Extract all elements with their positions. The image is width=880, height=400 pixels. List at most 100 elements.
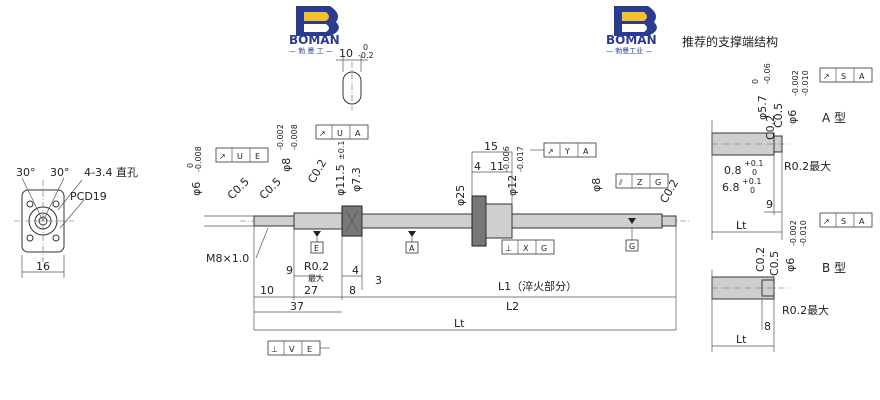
pcd-label: PCD19 [70,190,107,203]
dim-9: 9 [286,264,293,277]
tolerance-frame-ue: ↗ U E [215,147,269,163]
svg-text:A: A [583,147,589,156]
type-a-dim-9: 9 [766,198,773,211]
shaft-thread-end [253,215,295,227]
dim-dia6-tol-up: 0 [186,163,195,168]
dim-right-dia8: φ8 [590,178,603,192]
type-b-dia6: φ6 [784,258,797,272]
thread-label: M8×1.0 [206,252,249,265]
brand-logo-left: BOMAN — 勃 曼 工 — [289,6,340,55]
dim-dia8: φ8 [280,158,293,172]
dim-dia11-5: φ11.5 [334,164,347,196]
svg-text:G: G [655,178,661,187]
chamfer-c02: C0.2 [305,157,329,185]
type-a-dim-6-8-tol-low: 0 [750,186,755,195]
type-a-c02: C0.2 [764,115,777,140]
length-l2: L2 [506,300,519,313]
type-b-label: B 型 [822,261,846,275]
dim-dia8-tol-low: -0.008 [290,124,299,150]
svg-text:⊥: ⊥ [505,244,512,253]
dim-37: 37 [290,300,304,313]
type-a-dia5-7: φ5.7 [756,95,769,120]
shaft-screw-left [361,213,473,229]
type-a-dim-6-8: 6.8 [722,181,740,194]
svg-text:S: S [841,217,846,226]
svg-text:U: U [337,129,343,138]
dim-8: 8 [349,284,356,297]
flange-end-view: 30° 30° 4-3.4 直孔 PCD19 16 [14,165,138,278]
tolerance-frame-ya: ↗ Y A [530,142,597,158]
length-lt: Lt [454,317,465,330]
svg-text:Y: Y [564,147,570,156]
type-a-c05: C0.5 [772,103,785,128]
type-a-radius: R0.2最大 [784,159,831,173]
datum-e: E [310,231,324,254]
ball-screw-shaft [240,195,690,247]
shaft-bearing-journal [293,212,343,230]
logo-icon [614,6,657,36]
svg-text:↗: ↗ [219,152,226,161]
type-a-detail: A 型 ↗ S A φ5.7 0 -0.06 C0.5 C0.2 φ6 -0.0… [711,63,873,240]
type-a-dim-0-8-tol-up: +0.1 [744,159,763,168]
tolerance-frame-xg: ⊥ X G [501,239,555,255]
type-b-detail: B 型 C0.2 C0.5 φ6 -0.002 -0.010 R0.2最大 8 … [711,220,846,352]
length-l1: L1（淬火部分） [498,279,577,293]
svg-text:Z: Z [637,178,643,187]
svg-text:E: E [255,152,260,161]
shaft-screw-right [511,213,663,229]
logo-sub-text: — 勃 曼 工 — [289,46,333,55]
svg-text:↗: ↗ [823,72,830,81]
svg-text:E: E [314,244,319,253]
tolerance-frame-zg: ⫽ Z G [615,173,669,189]
dim-dia12-tol-low: -0.017 [516,146,525,172]
type-b-dia6-tol-low: -0.010 [799,220,808,246]
svg-text:↗: ↗ [823,217,830,226]
type-a-label: A 型 [822,111,846,125]
nut-dimensions: φ25 φ12 -0.006 -0.017 15 4 11 [454,140,525,206]
svg-text:A: A [409,244,415,253]
type-b-dia6-tol-up: -0.002 [789,220,798,246]
top-dim-tol-low: -0.2 [358,51,374,60]
dim-3: 3 [375,274,382,287]
dim-4-nut: 4 [474,160,481,173]
svg-text:V: V [289,345,295,354]
nut-flange [471,195,487,247]
radius-max-label: 最大 [308,273,324,283]
datum-a: A [405,231,419,254]
dim-dia11-5-tol: ±0.1 [337,141,346,160]
tolerance-frame-sa-1: ↗ S A [819,67,873,83]
shaft-right-end [661,215,677,227]
chamfer-c05-a: C0.5 [225,175,252,202]
type-a-dia6-tol-up: -0.002 [791,70,800,96]
svg-text:A: A [355,129,361,138]
nut-body [485,203,513,239]
dim-dia6: φ6 [190,182,203,196]
top-section-view: 10 0 -0.2 [336,43,374,110]
svg-text:A: A [859,217,865,226]
tolerance-frame-ve: ⊥ V E [267,340,330,356]
type-a-lt: Lt [736,219,747,232]
type-b-radius: R0.2最大 [782,303,829,317]
svg-text:G: G [629,242,635,251]
type-b-dim-8: 8 [764,320,771,333]
page-title: 推荐的支撑端结构 [682,34,778,49]
svg-text:⫽: ⫽ [618,178,623,187]
logo-brand-text: BOMAN [289,33,340,47]
type-a-dim-6-8-tol-up: +0.1 [742,177,761,186]
type-b-c02: C0.2 [754,247,767,272]
dim-11: 11 [490,160,504,173]
flange-width-dim: 16 [36,260,50,273]
brand-logo-right: BOMAN — 勃曼工业 — [606,6,657,55]
svg-text:U: U [237,152,243,161]
type-b-lt: Lt [736,333,747,346]
angle-label-right: 30° [50,166,70,179]
dim-dia8-tol-up: -0.002 [276,124,285,150]
svg-text:E: E [307,345,312,354]
chamfer-c05-b: C0.5 [257,175,284,202]
dim-10: 10 [260,284,274,297]
type-b-c05: C0.5 [768,251,781,276]
dim-27: 27 [304,284,318,297]
type-a-dim-0-8-tol-low: 0 [752,168,757,177]
dim-4: 4 [352,264,359,277]
